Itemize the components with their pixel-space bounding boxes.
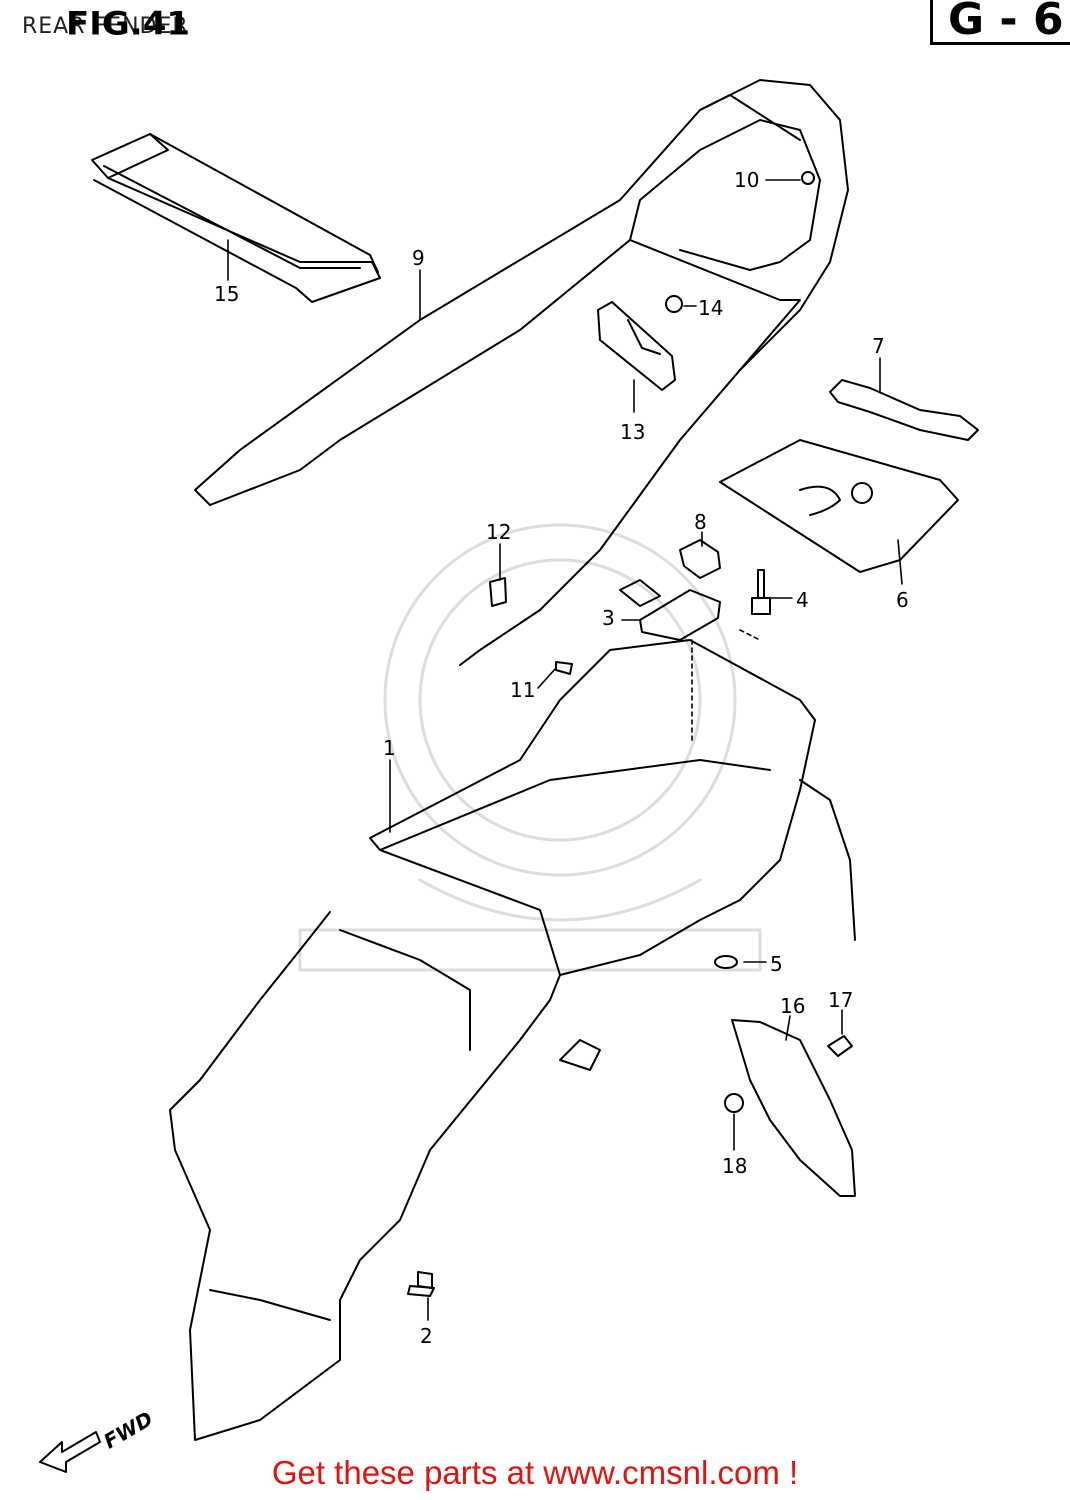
callout-14: 14 bbox=[698, 296, 724, 320]
part-11-screw bbox=[555, 661, 573, 675]
part-5-grommet bbox=[714, 955, 738, 969]
callout-3: 3 bbox=[602, 606, 615, 630]
part-18-nut bbox=[724, 1093, 744, 1113]
callout-2: 2 bbox=[420, 1324, 433, 1348]
callout-7: 7 bbox=[872, 334, 885, 358]
figure-label: FIG.41 bbox=[66, 5, 191, 43]
callout-4: 4 bbox=[796, 588, 809, 612]
callout-15: 15 bbox=[214, 282, 240, 306]
callout-13: 13 bbox=[620, 420, 646, 444]
sheet-code-box bbox=[930, 0, 1070, 45]
part-2-bolt bbox=[407, 1271, 435, 1297]
part-16-flap bbox=[731, 1019, 856, 1197]
leader-lines bbox=[227, 179, 903, 1321]
callout-18: 18 bbox=[722, 1154, 748, 1178]
part-4-bolt bbox=[751, 569, 771, 615]
callout-16: 16 bbox=[780, 994, 806, 1018]
callout-12: 12 bbox=[486, 520, 512, 544]
part-15-grab-strap bbox=[91, 133, 381, 303]
part-8-lock-hook bbox=[619, 539, 721, 607]
footer-cta-link[interactable]: Get these parts at www.cmsnl.com ! bbox=[271, 1454, 799, 1491]
callout-10: 10 bbox=[734, 168, 760, 192]
watermark-logo bbox=[298, 523, 762, 972]
callout-11: 11 bbox=[510, 678, 536, 702]
callout-8: 8 bbox=[694, 510, 707, 534]
part-3-bracket bbox=[639, 589, 721, 641]
part-12-clip bbox=[489, 577, 507, 607]
part-9-seat-tail-cowl bbox=[194, 79, 849, 666]
part-14-nut bbox=[665, 295, 683, 313]
callout-5: 5 bbox=[770, 952, 783, 976]
part-1-rear-fender bbox=[169, 639, 856, 1441]
part-10-screw bbox=[801, 171, 815, 185]
callout-1: 1 bbox=[383, 736, 396, 760]
callout-9: 9 bbox=[412, 246, 425, 270]
part-17-bolt bbox=[827, 1035, 853, 1057]
callout-6: 6 bbox=[896, 588, 909, 612]
fwd-arrow-icon bbox=[39, 1431, 101, 1473]
part-6-cover-sheet bbox=[719, 439, 959, 573]
part-13-bracket-plate bbox=[597, 301, 676, 391]
section-title: REAR FENDER bbox=[22, 14, 189, 39]
part-7-stay bbox=[829, 379, 979, 441]
sheet-code: G - 6 bbox=[948, 0, 1064, 45]
callout-17: 17 bbox=[828, 988, 854, 1012]
